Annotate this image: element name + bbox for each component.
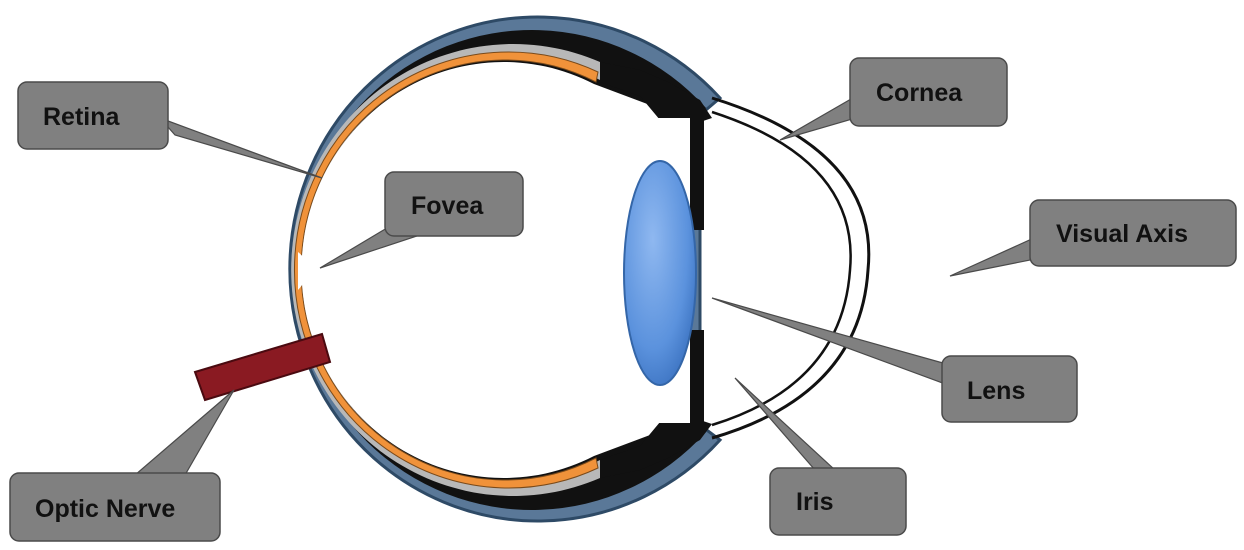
callout-box-visual-axis	[1029, 199, 1237, 267]
callout-cornea: Cornea	[779, 57, 1008, 141]
callout-visual-axis: Visual Axis	[949, 199, 1237, 277]
callout-box-iris	[769, 467, 907, 536]
callout-optic-nerve: Optic Nerve	[9, 389, 235, 542]
label-cornea: Cornea	[876, 79, 963, 107]
vitreous-body	[301, 62, 690, 479]
leader-optic-nerve	[133, 389, 235, 476]
ciliary-body-bottom	[600, 420, 712, 478]
iris-top	[690, 118, 704, 230]
callout-box-cornea	[849, 57, 1008, 127]
label-optic-nerve: Optic Nerve	[35, 495, 175, 523]
label-lens: Lens	[967, 377, 1025, 405]
label-iris: Iris	[796, 488, 834, 516]
callout-fovea: Fovea	[319, 171, 524, 269]
label-visual-axis: Visual Axis	[1056, 220, 1188, 248]
fovea-notch	[298, 252, 308, 290]
label-retina: Retina	[43, 103, 121, 131]
leader-lens	[711, 297, 951, 386]
callout-box-fovea	[384, 171, 524, 237]
callout-box-lens	[941, 355, 1078, 423]
iris-bottom	[690, 330, 704, 430]
callout-iris: Iris	[734, 377, 907, 536]
cornea-inner	[711, 110, 852, 427]
cornea-outer	[711, 96, 871, 440]
callout-box-optic-nerve	[9, 472, 221, 542]
leader-visual-axis	[949, 237, 1041, 277]
label-fovea: Fovea	[411, 192, 484, 220]
optic-nerve-shape	[193, 332, 332, 402]
eyeball	[193, 15, 871, 523]
callout-box-retina	[17, 81, 169, 150]
callout-retina: Retina	[17, 81, 323, 179]
lens-shape	[623, 160, 697, 386]
retina-layer	[294, 51, 599, 489]
leader-retina	[159, 117, 323, 179]
callout-lens: Lens	[711, 297, 1078, 423]
ciliary-body-top	[600, 62, 712, 122]
